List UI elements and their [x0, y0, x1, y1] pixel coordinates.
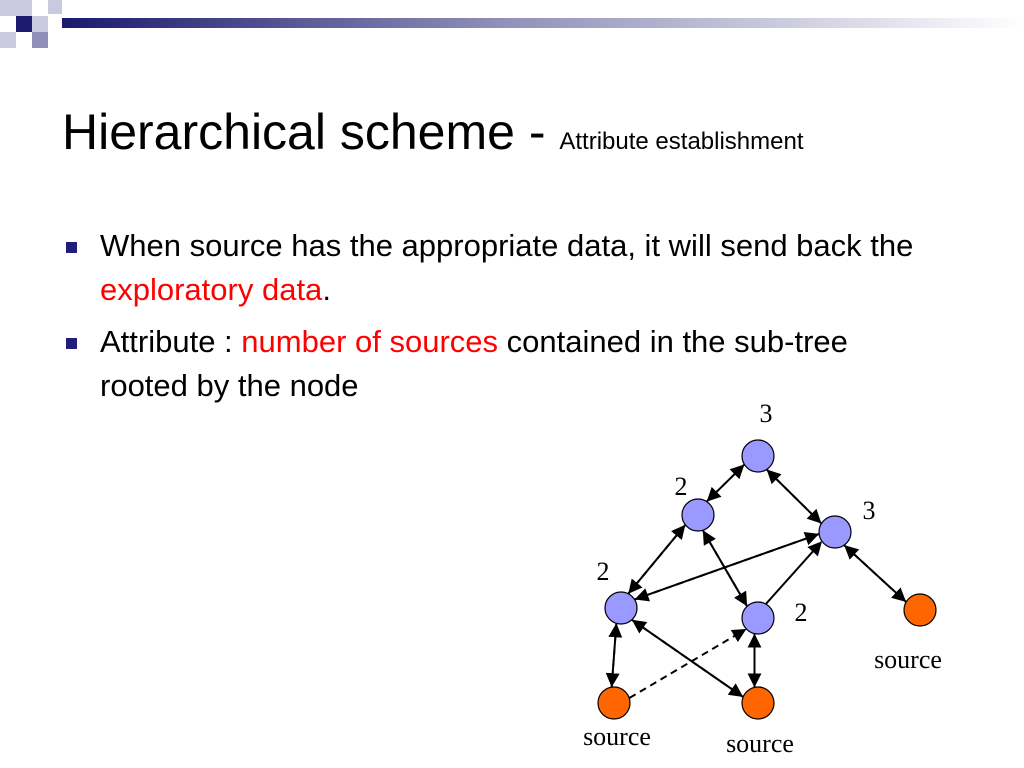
bullet-item: When source has the appropriate data, it… — [62, 224, 942, 312]
bullet-square-icon — [66, 338, 77, 349]
bullet-item: Attribute : number of sources contained … — [62, 320, 942, 408]
title-subtitle: Attribute establishment — [559, 128, 804, 155]
tree-node-midL — [681, 498, 715, 532]
count-label-midL: 2 — [675, 472, 688, 501]
edge-lowL-to-srcBL — [605, 623, 620, 688]
edge-lowM-to-midR — [765, 541, 822, 605]
count-label-lowM: 2 — [795, 598, 808, 627]
tree-node-top — [741, 439, 775, 473]
bullet-square-icon — [66, 242, 77, 253]
bullet-text-end: contained in the sub-tree rooted by the … — [100, 324, 848, 403]
source-label-srcBL: source — [583, 722, 651, 751]
slide-title: Hierarchical scheme - Attribute establis… — [62, 102, 804, 172]
source-node-srcR — [903, 593, 937, 627]
count-label-lowL: 2 — [597, 557, 610, 586]
source-label-srcBM: source — [726, 729, 794, 758]
source-node-srcBL — [597, 686, 631, 720]
bullet-highlight: number of sources — [241, 324, 499, 359]
edge-midL-to-lowL — [628, 524, 686, 594]
count-label-top: 3 — [760, 399, 773, 428]
edge-midL-to-lowM — [702, 530, 748, 607]
tree-node-midR — [818, 515, 852, 549]
edge-top-to-midL — [706, 464, 745, 502]
count-label-midR: 3 — [863, 496, 876, 525]
edge-midR-to-srcR — [843, 544, 907, 603]
tree-node-lowL — [604, 591, 638, 625]
bullet-list: When source has the appropriate data, it… — [62, 224, 942, 416]
bullet-text: Attribute : — [100, 324, 242, 359]
bullet-highlight: exploratory data — [100, 272, 323, 307]
title-main: Hierarchical scheme - — [62, 104, 560, 160]
tree-node-lowM — [741, 601, 775, 635]
bullet-text: When source has the appropriate data, it… — [100, 228, 914, 263]
edge-top-to-midR — [766, 469, 822, 524]
source-node-srcBM — [741, 686, 775, 720]
header-decoration — [0, 0, 1024, 48]
edge-srcBL-to-lowM — [629, 628, 747, 699]
edge-midR-to-lowL — [634, 533, 820, 602]
edge-lowL-to-srcBM — [631, 619, 744, 698]
bullet-text-end: . — [322, 272, 331, 307]
source-label-srcR: source — [874, 645, 942, 674]
